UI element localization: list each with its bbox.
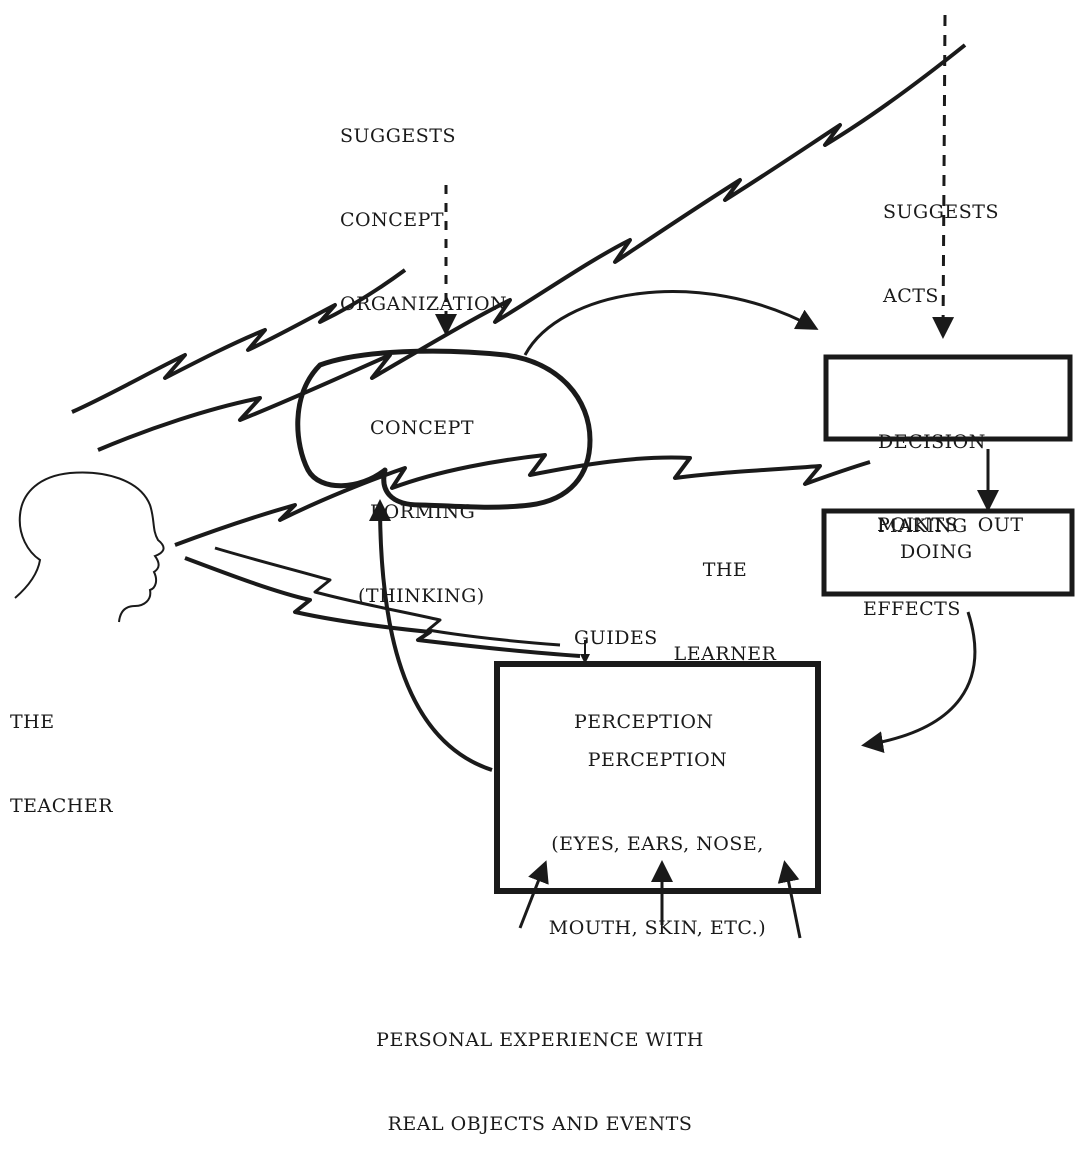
teacher-head-outline xyxy=(15,472,164,622)
teacher-communication-line xyxy=(98,45,965,450)
suggests-acts-label: SUGGESTS ACTS xyxy=(883,142,999,338)
suggests-concept-label: SUGGESTS CONCEPT ORGANIZATION xyxy=(340,66,507,346)
perception-label: PERCEPTION (EYES, EARS, NOSE, MOUTH, SKI… xyxy=(497,690,818,970)
concept-forming-label: CONCEPT FORMING (THINKING) xyxy=(358,358,485,638)
teacher-label: THE TEACHER xyxy=(10,652,113,848)
concept-to-decision-arrow xyxy=(525,292,815,355)
doing-label: DOING xyxy=(900,538,973,566)
experience-label: PERSONAL EXPERIENCE WITH REAL OBJECTS AN… xyxy=(250,970,830,1166)
